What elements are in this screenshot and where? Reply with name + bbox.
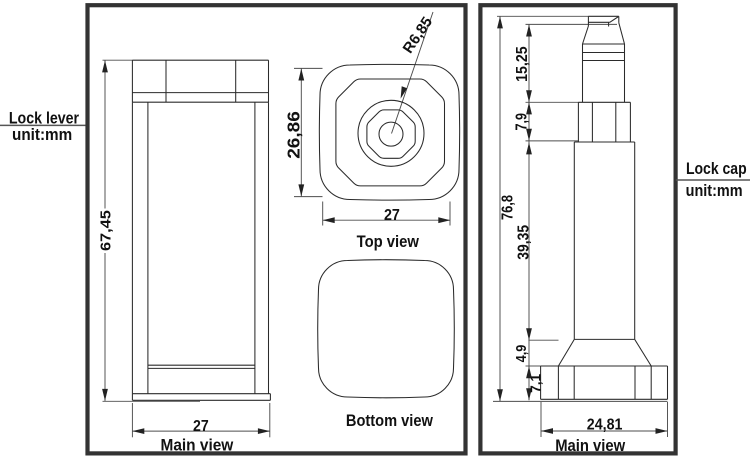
svg-text:39,35: 39,35	[516, 225, 533, 260]
svg-text:Bottom view: Bottom view	[346, 411, 434, 430]
svg-text:7,1: 7,1	[527, 374, 544, 393]
svg-text:unit:mm: unit:mm	[686, 182, 743, 200]
svg-text:26,86: 26,86	[284, 111, 304, 159]
svg-text:Main view: Main view	[555, 436, 626, 455]
svg-text:24,81: 24,81	[587, 416, 623, 433]
svg-text:Top view: Top view	[357, 232, 420, 251]
svg-text:67,45: 67,45	[98, 210, 115, 251]
svg-text:Lock cap: Lock cap	[686, 160, 747, 178]
svg-text:27: 27	[384, 207, 400, 224]
svg-text:7,9: 7,9	[514, 113, 531, 131]
svg-text:unit:mm: unit:mm	[12, 126, 72, 144]
svg-text:27: 27	[193, 418, 209, 435]
svg-text:Main view: Main view	[160, 435, 233, 454]
svg-text:Lock lever: Lock lever	[9, 109, 80, 127]
svg-text:76,8: 76,8	[499, 195, 516, 220]
svg-text:15,25: 15,25	[514, 46, 531, 82]
svg-text:4,9: 4,9	[513, 345, 530, 363]
